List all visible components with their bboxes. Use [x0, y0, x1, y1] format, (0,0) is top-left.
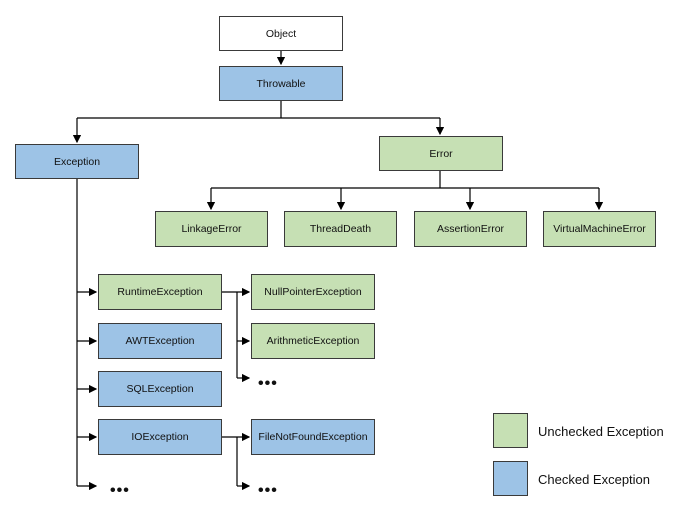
node-filenotfoundexception: FileNotFoundException [251, 419, 375, 455]
io-more-ellipsis: ••• [258, 482, 278, 499]
node-assertionerror: AssertionError [414, 211, 527, 247]
legend-checked-swatch [493, 461, 528, 496]
node-nullpointerexception: NullPointerException [251, 274, 375, 310]
node-throwable: Throwable [219, 66, 343, 101]
legend-unchecked-swatch [493, 413, 528, 448]
node-arithmeticexception: ArithmeticException [251, 323, 375, 359]
node-exception: Exception [15, 144, 139, 179]
node-runtimeexception: RuntimeException [98, 274, 222, 310]
runtime-more-ellipsis: ••• [258, 375, 278, 392]
node-threaddeath: ThreadDeath [284, 211, 397, 247]
legend-checked-label: Checked Exception [538, 472, 651, 487]
exception-more-ellipsis: ••• [110, 482, 130, 499]
node-object: Object [219, 16, 343, 51]
node-virtualmachineerror: VirtualMachineError [543, 211, 656, 247]
node-awtexception: AWTException [98, 323, 222, 359]
node-ioexception: IOException [98, 419, 222, 455]
legend-unchecked-label: Unchecked Exception [538, 424, 664, 439]
node-error: Error [379, 136, 503, 171]
node-sqlexception: SQLException [98, 371, 222, 407]
node-linkageerror: LinkageError [155, 211, 268, 247]
